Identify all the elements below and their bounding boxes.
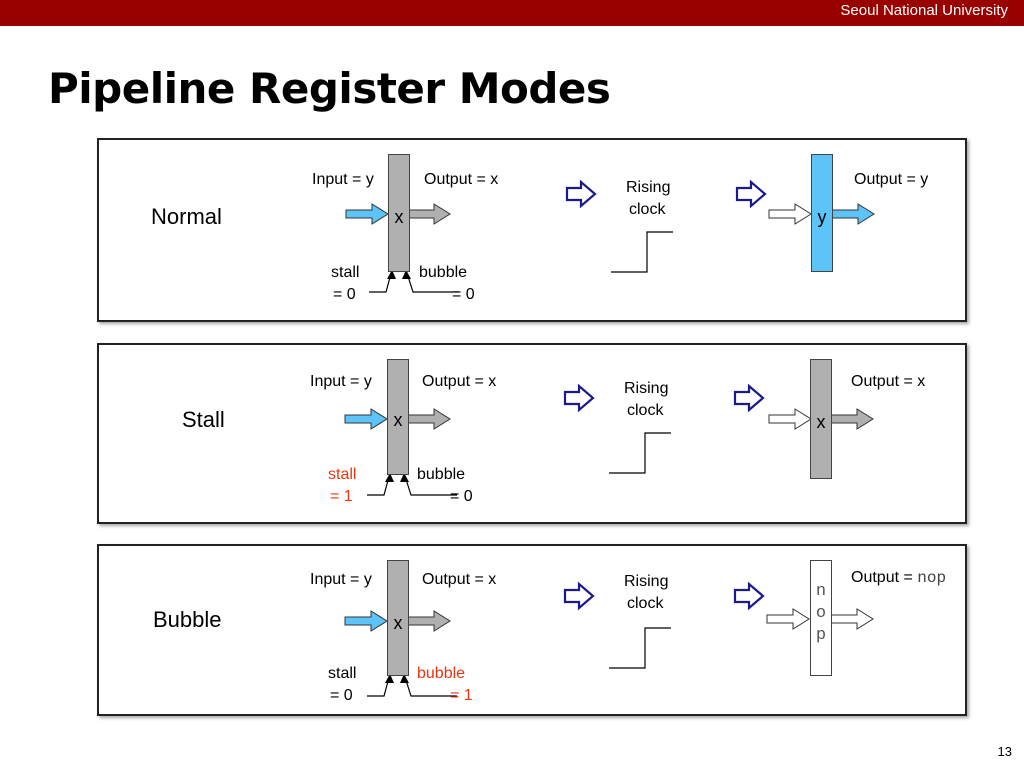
panel-stall: Stall Input = y Output = x x stall = 1 b…: [97, 343, 967, 524]
slide-title: Pipeline Register Modes: [48, 64, 611, 113]
result-output-prefix: Output =: [851, 569, 918, 586]
pipeline-register: x: [387, 560, 409, 676]
register-value: x: [393, 613, 403, 633]
mode-label: Stall: [182, 407, 225, 432]
nop-char: n: [815, 582, 827, 601]
bubble-label: bubble: [417, 466, 466, 483]
nop-char: p: [815, 626, 827, 645]
input-label: Input = y: [310, 571, 372, 588]
clock-label-line1: Rising: [626, 179, 671, 196]
input-arrow: [344, 610, 388, 632]
stall-label: stall: [328, 665, 357, 682]
clock-label-line2: clock: [627, 402, 664, 419]
clock-waveform: [611, 231, 673, 273]
mode-label: Bubble: [153, 607, 222, 632]
result-register-value: n o p: [811, 581, 831, 647]
output-arrow: [407, 610, 451, 632]
output-arrow: [407, 408, 451, 430]
panel-bubble: Bubble Input = y Output = x x stall = 0 …: [97, 544, 967, 716]
result-input-arrow: [768, 203, 812, 225]
register-value: x: [394, 207, 404, 227]
stall-value: = 0: [330, 687, 353, 704]
input-label: Input = y: [310, 373, 372, 390]
panel-bubble-arrows: [344, 581, 874, 697]
result-output-arrow: [830, 608, 874, 630]
mode-label: Normal: [151, 204, 222, 229]
transition-arrow-2: [733, 581, 765, 611]
nop-char: o: [815, 604, 827, 623]
pipeline-register: x: [387, 359, 409, 475]
transition-arrow-1: [563, 383, 595, 413]
result-input-arrow: [768, 408, 812, 430]
output-arrow: [407, 203, 451, 225]
register-value: x: [393, 410, 403, 430]
result-register: n o p: [810, 560, 832, 676]
output-label: Output = x: [422, 571, 497, 588]
stall-wire: [369, 269, 393, 293]
input-label: Input = y: [312, 171, 374, 188]
clock-label-line2: clock: [627, 595, 664, 612]
result-register: y: [811, 154, 833, 272]
panel-normal-arrows: [345, 179, 875, 293]
result-register-value: x: [816, 412, 826, 432]
output-label: Output = x: [424, 171, 499, 188]
result-output-arrow: [831, 203, 875, 225]
transition-arrow-1: [565, 179, 597, 209]
stall-value: = 1: [330, 488, 353, 505]
result-output-arrow: [830, 408, 874, 430]
clock-waveform: [609, 432, 671, 474]
bubble-value: = 1: [450, 687, 473, 704]
transition-arrow-2: [733, 383, 765, 413]
result-output-label: Output = x: [851, 373, 926, 390]
transition-arrow-2: [735, 179, 767, 209]
result-input-arrow: [766, 608, 810, 630]
clock-label-line1: Rising: [624, 380, 669, 397]
result-output-label: Output = nop: [851, 568, 946, 588]
stall-value: = 0: [333, 286, 356, 303]
university-name: Seoul National University: [840, 2, 1008, 19]
bubble-value: = 0: [452, 286, 475, 303]
stall-wire: [367, 472, 391, 496]
clock-label-line1: Rising: [624, 573, 669, 590]
stall-label: stall: [331, 264, 360, 281]
input-arrow: [344, 408, 388, 430]
bubble-value: = 0: [450, 488, 473, 505]
result-output-code: nop: [917, 569, 947, 587]
transition-arrow-1: [563, 581, 595, 611]
stall-wire: [367, 673, 391, 697]
result-register: x: [810, 359, 832, 479]
panel-normal: Normal Input = y Output = x x stall = 0 …: [97, 138, 967, 322]
header-bar: Seoul National University: [0, 0, 1024, 26]
stall-label: stall: [328, 466, 357, 483]
result-register-value: y: [817, 207, 827, 227]
slide-number: 13: [997, 744, 1012, 759]
output-label: Output = x: [422, 373, 497, 390]
bubble-label: bubble: [419, 264, 468, 281]
pipeline-register: x: [388, 154, 410, 272]
input-arrow: [345, 203, 389, 225]
result-output-label: Output = y: [854, 171, 929, 188]
bubble-label: bubble: [417, 665, 466, 682]
panel-stall-arrows: [344, 383, 874, 496]
clock-label-line2: clock: [629, 201, 666, 218]
clock-waveform: [609, 627, 671, 669]
